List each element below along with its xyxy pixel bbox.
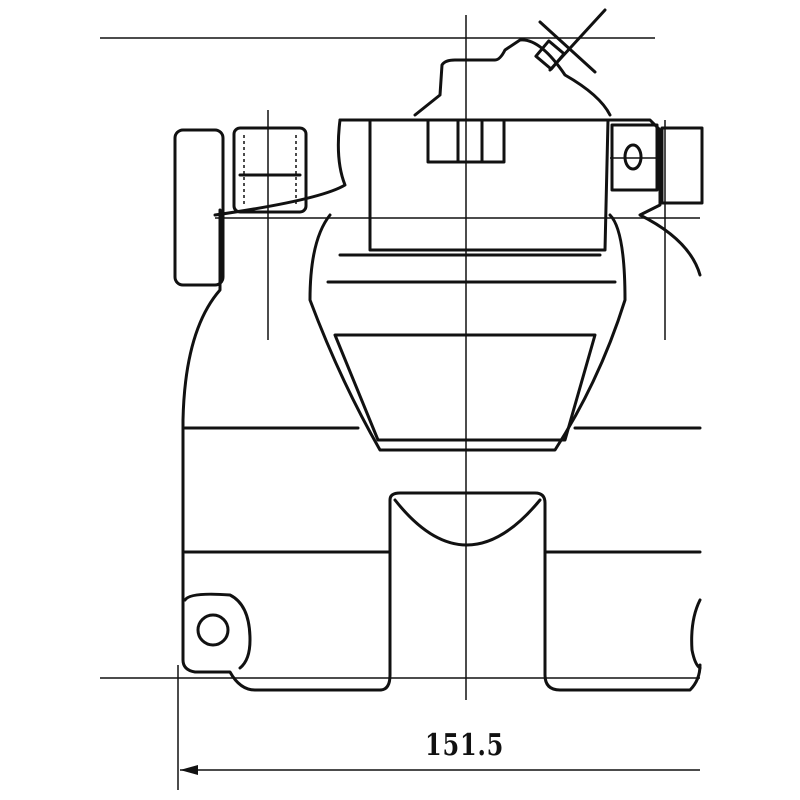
dimension-line: [180, 765, 700, 775]
left-mount-ear: [173, 128, 225, 287]
caliper-body: [181, 208, 702, 692]
top-boss: [413, 38, 612, 117]
left-bolt: [232, 126, 308, 214]
width-dimension-label: 151.5: [425, 728, 505, 763]
piston-arc: [393, 498, 542, 547]
lower-mount-hole: [183, 592, 252, 670]
bleeder-valve: [534, 8, 607, 74]
pad-window: [333, 333, 597, 442]
right-fitting: [610, 123, 704, 205]
piston-housing: [338, 118, 702, 277]
